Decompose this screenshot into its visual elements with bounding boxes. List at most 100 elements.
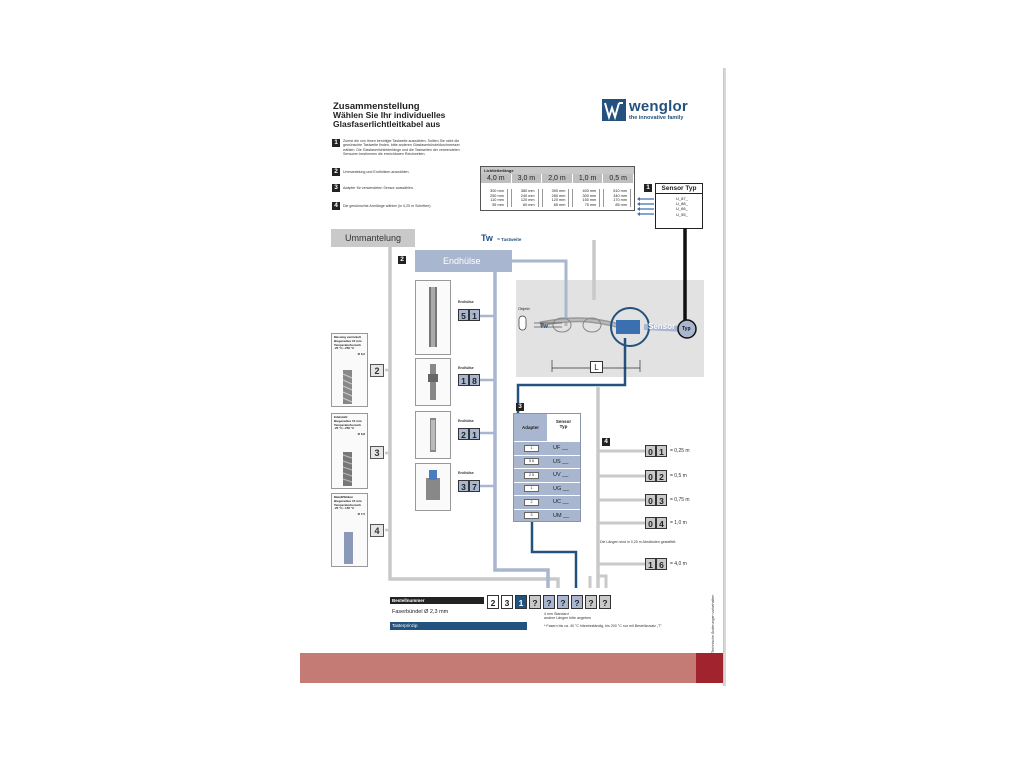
ummantelung-thumb-3[interactable]: Metall/Silikon Biegeradius 15 mm Tempera… [331, 493, 368, 567]
endhuelse-option-4-code[interactable]: 3 7 [458, 480, 480, 492]
endhuelse-thumb-4[interactable] [415, 463, 451, 511]
code-digit: 1 [469, 428, 480, 440]
sensor-code: UF __ [553, 445, 568, 452]
length-option-4[interactable]: 0 4 = 1,0 m [645, 517, 687, 529]
adapter-ring-icon [610, 307, 650, 347]
length-col: 0,5 m [603, 174, 634, 183]
footer-band [300, 653, 696, 683]
ummantelung-spec: Biegeradius 10 mm [334, 338, 362, 343]
code-digit: 3 [458, 480, 469, 492]
ummantelung-spec: Temperaturbereich [334, 502, 361, 507]
endhuelse-thumb-3[interactable] [415, 411, 451, 459]
length-value: = 0,5 m [670, 473, 687, 479]
ummantelung-option-code[interactable]: 4 [370, 524, 384, 537]
steel-hose-icon [342, 452, 353, 486]
code-digit: 1 [469, 309, 480, 321]
title-line-1: Zusammenstellung [333, 101, 420, 112]
endhuelse-option-3-code[interactable]: 2 1 [458, 428, 480, 440]
sensor-code: US __ [553, 458, 569, 465]
sensor-typ-item: U_87_ [676, 196, 688, 201]
code-digit: 0 [645, 517, 656, 529]
endhuelse-thumb-2[interactable] [415, 358, 451, 406]
sensor-typ-box: Sensor Typ U_87_ U_88_ U_66_ U_55_ [655, 183, 703, 229]
length-col-values: 510 mm 340 mm 170 mm 85 mm [604, 189, 634, 208]
ummantelung-thumb-1[interactable]: Messing vernickelt Biegeradius 10 mm Tem… [331, 333, 368, 407]
ummantelung-option-code[interactable]: 2 [370, 364, 384, 377]
sensor-typ-item: U_88_ [676, 201, 688, 207]
brand-tagline: the innovative family [629, 115, 684, 121]
typ-circle-icon [677, 319, 697, 339]
endhuelse-option-2-code[interactable]: 1 8 [458, 374, 480, 386]
table-cell: 150 mm [573, 198, 601, 203]
fibre-head-icon [582, 317, 602, 333]
code-digit: 0 [645, 445, 656, 457]
table-cell: 340 mm [604, 193, 631, 199]
order-code[interactable]: 2 3 1 ? ? ? ? ? ? [487, 595, 611, 609]
objekt-label: Objekt [518, 306, 530, 311]
adapter-code: 2 [524, 498, 539, 506]
order-digit-length[interactable]: ? [585, 595, 597, 609]
endhuelse-sleeve-icon [430, 418, 436, 452]
length-col: 3,0 m [512, 174, 543, 183]
code-digit: 5 [458, 309, 469, 321]
page-title: Zusammenstellung Wählen Sie Ihr individu… [333, 102, 445, 129]
length-value: = 1,0 m [670, 520, 687, 526]
order-digit-adapter[interactable]: ? [571, 595, 583, 609]
length-option-1[interactable]: 0 1 = 0,25 m [645, 445, 690, 457]
code-digit: 3 [656, 494, 667, 506]
step-number-endhuelse: 2 [398, 256, 406, 264]
code-digit: 8 [469, 374, 480, 386]
order-digit-ummantelung[interactable]: ? [529, 595, 541, 609]
endhuelse-option-label: Endhülse [458, 300, 474, 304]
brand-logo: wenglor the innovative family [602, 98, 688, 121]
length-table-header: Lichtleiterlänge [481, 167, 634, 174]
order-note: * Fasern bis ca. 40 °C hitzebeständig, b… [544, 623, 662, 628]
length-value: = 0,25 m [670, 448, 690, 454]
table-cell: 250 mm [481, 193, 508, 199]
table-cell: 75 mm [573, 202, 601, 208]
title-line-2: Wählen Sie Ihr individuelles [333, 110, 446, 120]
tw-description: = Tastweite [497, 237, 522, 242]
length-col: 4,0 m [481, 174, 512, 183]
endhuelse-header: Endhülse [415, 250, 512, 272]
code-digit: 2 [656, 470, 667, 482]
length-col-values: 300 mm 250 mm 110 mm 55 mm [481, 189, 512, 208]
order-note: andere Längen bitte angeben [544, 616, 591, 621]
order-digit: 1 [515, 595, 527, 609]
code-digit: 7 [469, 480, 480, 492]
length-option-2[interactable]: 0 2 = 0,5 m [645, 470, 687, 482]
ummantelung-option-code[interactable]: 3 [370, 446, 384, 459]
ummantelung-spec: -25 °C...250 °C [334, 426, 355, 431]
order-digit-endhuelse[interactable]: ? [543, 595, 555, 609]
code-digit: 1 [458, 374, 469, 386]
order-note: 4 mm Standard [544, 612, 569, 616]
endhuelse-option-1-code[interactable]: 5 1 [458, 309, 480, 321]
footer-band-end [696, 653, 723, 683]
order-digit-length[interactable]: ? [599, 595, 611, 609]
object-icon [518, 315, 527, 331]
length-table-values: 300 mm 250 mm 110 mm 55 mm 380 mm 240 mm… [481, 183, 634, 210]
table-cell: 120 mm [543, 198, 570, 203]
sensor-typ-list: U_87_ U_88_ U_66_ U_55_ [656, 194, 702, 217]
length-value: = 4,0 m [670, 561, 687, 567]
endhuelse-thumb-1[interactable] [415, 280, 451, 355]
order-digit-endhuelse[interactable]: ? [557, 595, 569, 609]
length-option-3[interactable]: 0 3 = 0,75 m [645, 494, 690, 506]
ummantelung-spec: Metall/Silikon [334, 495, 354, 499]
ummantelung-thumb-2[interactable]: Edelstahl Biegeradius 15 mm Temperaturbe… [331, 413, 368, 489]
step-number: 2 [332, 168, 340, 176]
step-text: Zuerst die von Ihnen benötigte Tastweite… [343, 139, 460, 156]
length-option-5[interactable]: 1 6 = 4,0 m [645, 558, 687, 570]
length-col-values: 400 mm 300 mm 150 mm 75 mm [573, 189, 605, 208]
code-digit: 0 [645, 494, 656, 506]
adapter-col-header: Adapter [521, 425, 539, 430]
table-cell: 110 mm [481, 198, 508, 203]
title-line-3: Glasfaserlichtleitkabel aus [333, 119, 441, 129]
sensor-code: UV __ [553, 472, 569, 479]
